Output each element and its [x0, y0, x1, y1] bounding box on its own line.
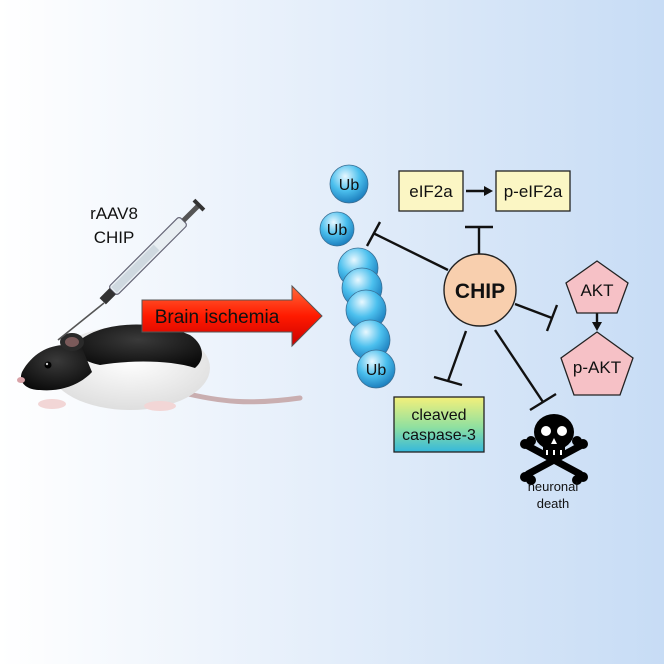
rat-eye-shine	[45, 362, 49, 366]
ubiquitin-ball	[356, 349, 396, 389]
ubiquitin-label-top2: Ub	[327, 222, 348, 239]
syringe-hub	[99, 288, 116, 305]
eif-arrowhead	[484, 186, 493, 196]
inhibit-caspase-line	[446, 330, 468, 382]
inhibit-ubiquitin-bar	[365, 221, 382, 247]
inhibition-lines	[365, 189, 599, 412]
p-eif2a-box	[495, 170, 571, 212]
eif2a-box	[398, 170, 464, 212]
p-akt-pentagon	[560, 331, 634, 396]
inhibit-death-bar	[529, 392, 557, 412]
death-label-line2: death	[537, 496, 570, 511]
chip-label: CHIP	[455, 280, 505, 303]
akt-arrowhead	[592, 322, 602, 331]
rat-head	[20, 345, 93, 391]
rat-front-paw	[38, 399, 66, 409]
akt-pentagon	[565, 260, 629, 314]
ubiquitin-ball	[319, 211, 355, 247]
inhibit-death-line	[494, 329, 544, 403]
rat-hind-paw	[144, 401, 176, 411]
p-akt-label: p-AKT	[573, 358, 621, 377]
death-label-line1: neuronal	[528, 479, 579, 494]
chip-node	[443, 253, 517, 327]
p-eif2a-label: p-eIF2a	[504, 182, 563, 201]
syringe-needle	[57, 302, 105, 341]
ubiquitin-chain	[319, 164, 396, 389]
inhibit-akt-bar	[545, 304, 559, 332]
caspase-label-line1: cleaved	[411, 407, 466, 424]
inhibit-akt-line	[514, 302, 553, 320]
akt-label: AKT	[580, 281, 613, 300]
eif2a-label: eIF2a	[409, 182, 453, 201]
rat-eye	[44, 361, 52, 369]
syringe-plunger	[181, 203, 201, 223]
brain-ischemia-label: Brain ischemia	[155, 307, 280, 328]
skull-crossbones-icon	[520, 414, 588, 485]
caspase-label-line2: caspase-3	[402, 427, 476, 444]
caspase-box	[393, 396, 485, 453]
ubiquitin-label-bottom: Ub	[366, 362, 387, 379]
ubiquitin-label-top1: Ub	[339, 177, 360, 194]
rat-saddle	[74, 324, 202, 368]
ubiquitin-ball	[329, 164, 369, 204]
syringe-label-line2: CHIP	[94, 228, 135, 247]
syringe-plunger-head	[192, 198, 206, 212]
brain-ischemia-arrow	[141, 284, 323, 348]
rat-illustration	[17, 324, 303, 411]
syringe-liquid	[111, 244, 160, 293]
syringe	[57, 198, 206, 341]
inhibit-caspase-bar	[433, 375, 463, 387]
inhibit-ubiquitin-line	[372, 231, 449, 272]
rat-nose	[17, 377, 25, 383]
syringe-label-line1: rAAV8	[90, 204, 138, 223]
rat-tail	[177, 389, 303, 405]
rat-ear-inner	[65, 337, 79, 347]
